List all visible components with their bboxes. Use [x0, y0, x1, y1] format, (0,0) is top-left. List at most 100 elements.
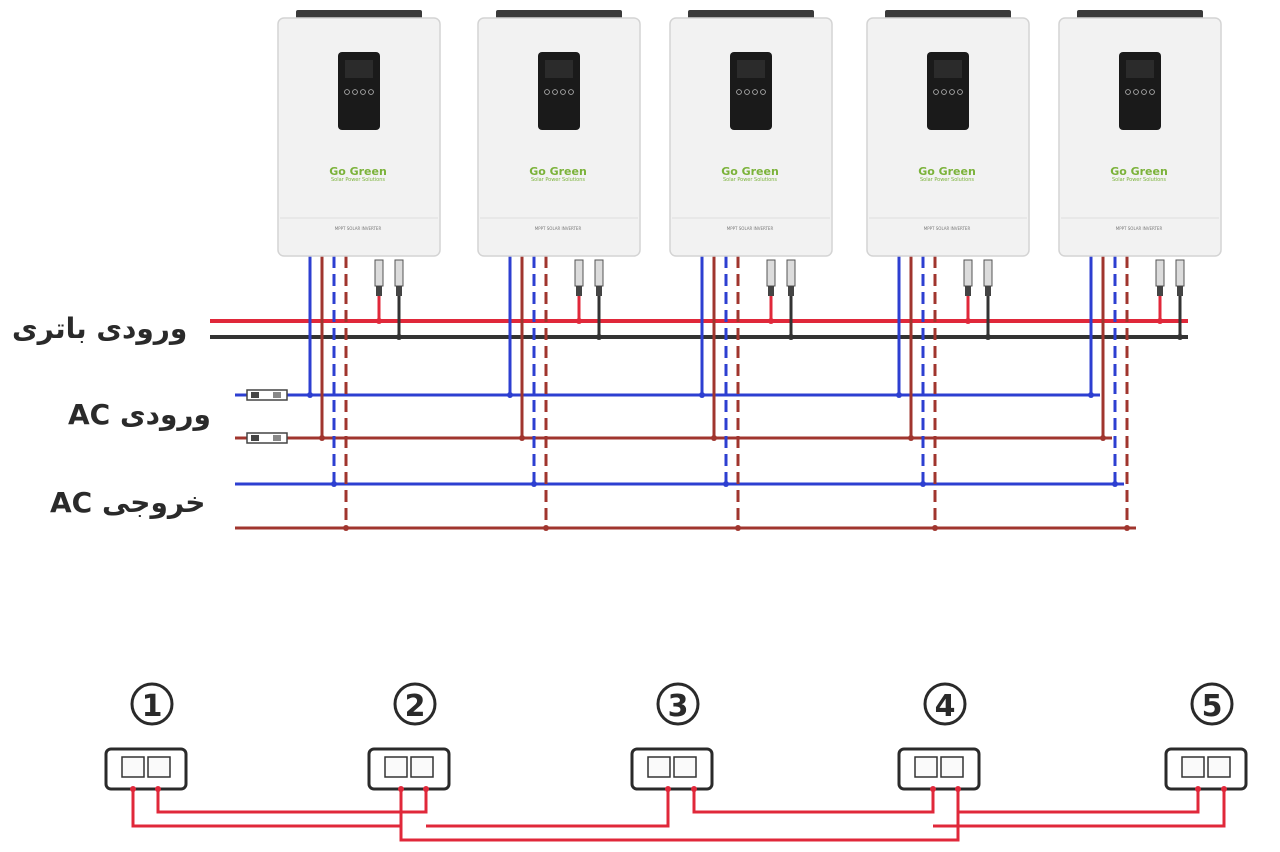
breaker-terminal [251, 392, 259, 398]
junction-dot [519, 435, 525, 441]
battery-fuse-icon [394, 259, 404, 287]
junction-dot [908, 435, 914, 441]
cable-plug-dot [155, 786, 161, 792]
parallel-port-unit: 3 [630, 682, 714, 791]
parallel-cable [426, 789, 670, 828]
rj45-port-block [630, 747, 714, 791]
rj45-port-icon [647, 756, 671, 778]
brand-name: Go Green [1110, 165, 1168, 178]
breaker-body [246, 432, 288, 444]
parallel-cable [692, 789, 935, 814]
brand-tagline: Solar Power Solutions [530, 177, 585, 183]
control-button-icon [957, 89, 963, 95]
brand-tagline: Solar Power Solutions [919, 177, 974, 183]
junction-dot [319, 435, 325, 441]
control-button-icon [736, 89, 742, 95]
inverter-unit [477, 10, 641, 257]
lcd-screen [545, 60, 573, 78]
lcd-screen [345, 60, 373, 78]
unit-number: 5 [1202, 689, 1223, 724]
inverter-unit [1058, 10, 1222, 257]
control-button-icon [552, 89, 558, 95]
junction-dot [331, 481, 337, 487]
rj45-port-block [104, 747, 188, 791]
battery-input-label: ورودی باتری [12, 312, 188, 345]
junction-dot [576, 318, 582, 324]
control-button-icon [1141, 89, 1147, 95]
cable-plug-dot [1221, 786, 1227, 792]
rj45-port-icon [1181, 756, 1205, 778]
ac-output-label: خروجی AC [50, 486, 206, 519]
battery-fuse-icon [786, 259, 796, 287]
control-button-icon [1149, 89, 1155, 95]
junction-dot [920, 481, 926, 487]
junction-dot [985, 334, 991, 340]
junction-dot [723, 481, 729, 487]
junction-dot [699, 392, 705, 398]
inverter-body [477, 17, 641, 257]
cable-plug-dot [665, 786, 671, 792]
ac-input-label: ورودی AC [68, 398, 211, 431]
junction-dot [1157, 318, 1163, 324]
unit-number-badge [393, 682, 437, 726]
junction-dot [1100, 435, 1106, 441]
battery-fuse-icon [594, 259, 604, 287]
parallel-cable [131, 789, 403, 828]
parallel-cable [399, 789, 960, 842]
breaker-terminal [273, 435, 281, 441]
junction-dot [768, 318, 774, 324]
control-button-icon [1133, 89, 1139, 95]
rj45-port-icon [147, 756, 171, 778]
inverter-model-label: MPPT SOLAR INVERTER [1115, 226, 1163, 231]
bus-layer [210, 319, 1188, 530]
control-button-icon [744, 89, 750, 95]
drop-layer [307, 256, 1185, 531]
control-button-icon [949, 89, 955, 95]
lcd-screen [1126, 60, 1154, 78]
junction-dot [531, 481, 537, 487]
parallel-port-unit: 2 [367, 682, 451, 791]
battery-fuse-icon [374, 259, 384, 287]
ac-breaker-icon [246, 389, 288, 401]
junction-dot [543, 525, 549, 531]
battery-fuse-cap [576, 286, 582, 296]
battery-fuse-icon [1155, 259, 1165, 287]
battery-fuse-cap [768, 286, 774, 296]
parallel-cable [156, 789, 428, 814]
cable-plug-dot [398, 786, 404, 792]
junction-dot [396, 334, 402, 340]
junction-dot [307, 392, 313, 398]
control-button-icon [352, 89, 358, 95]
cable-plug-dot [691, 786, 697, 792]
battery-fuse-cap [965, 286, 971, 296]
junction-dot [788, 334, 794, 340]
parallel-port-unit: 5 [1164, 682, 1248, 791]
control-button-icon [368, 89, 374, 95]
inverter-body [1058, 17, 1222, 257]
parallel-cable [933, 789, 1226, 828]
battery-fuse-cap [1157, 286, 1163, 296]
battery-fuse-cap [596, 286, 602, 296]
inverter-model-label: MPPT SOLAR INVERTER [534, 226, 582, 231]
inverter-unit [669, 10, 833, 257]
battery-fuse-cap [396, 286, 402, 296]
brand-tagline: Solar Power Solutions [1111, 177, 1166, 183]
battery-fuse-icon [1175, 259, 1185, 287]
lcd-screen [934, 60, 962, 78]
inverter-layer [277, 10, 1222, 257]
junction-dot [376, 318, 382, 324]
rj45-port-block [367, 747, 451, 791]
brand-name: Go Green [721, 165, 779, 178]
battery-fuse-cap [376, 286, 382, 296]
junction-dot [735, 525, 741, 531]
inverter-model-label: MPPT SOLAR INVERTER [726, 226, 774, 231]
inverter-body [866, 17, 1030, 257]
control-button-icon [568, 89, 574, 95]
junction-dot [1124, 525, 1130, 531]
battery-fuse-icon [963, 259, 973, 287]
rj45-port-icon [673, 756, 697, 778]
battery-fuse-icon [574, 259, 584, 287]
